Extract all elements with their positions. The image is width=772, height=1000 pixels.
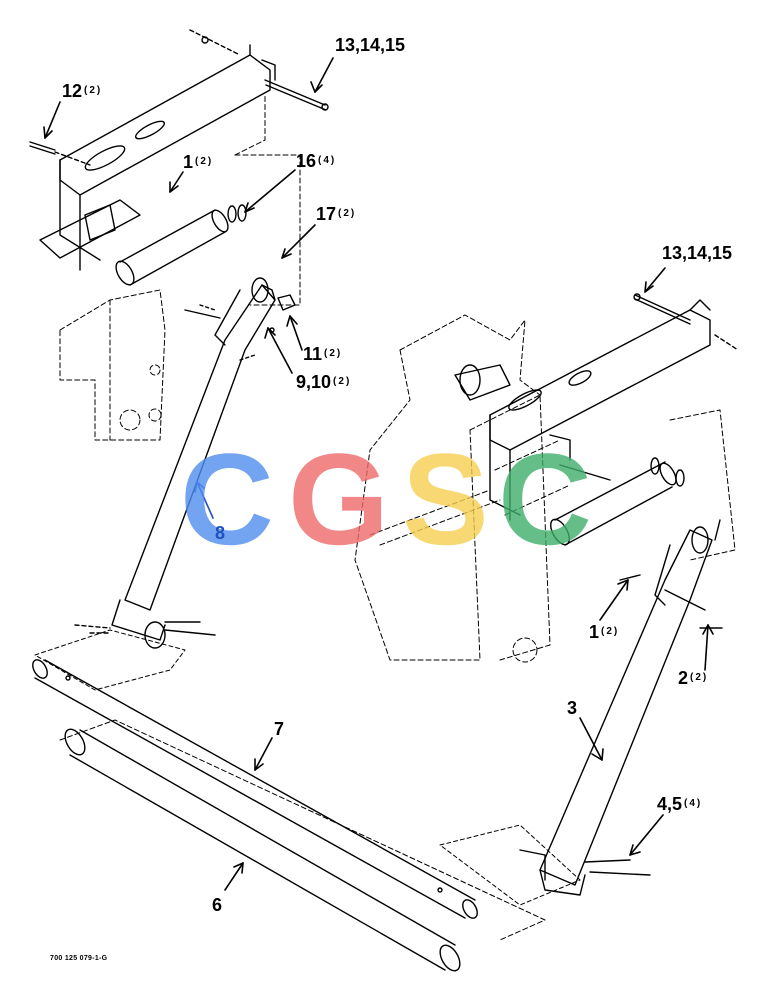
right-upper-bracket <box>454 299 711 521</box>
left-arm-dashed-plate <box>34 629 186 691</box>
watermark-letter-1: C <box>180 446 274 556</box>
cgsc-watermark: C G S C <box>180 446 592 556</box>
right-lift-arm <box>519 519 723 896</box>
right-arm-dashed-plate <box>439 824 581 906</box>
callout-7: 7 <box>274 719 285 739</box>
bolt-13-14-15-top <box>189 29 329 111</box>
callout-6: 6 <box>212 895 223 915</box>
watermark-letter-2: G <box>288 446 389 556</box>
callout-3: 3 <box>567 698 578 718</box>
roller-tube-7 <box>32 659 478 919</box>
roller-dashed-outline <box>59 719 546 941</box>
left-frame-dashed-outline <box>59 94 301 441</box>
callout-13-14-15-top: 13,14,15 <box>335 35 406 55</box>
left-lift-arm <box>74 277 276 649</box>
callout-1-right: 1(2) <box>589 622 620 642</box>
leader-lines <box>43 57 714 891</box>
callout-13-14-15-right: 13,14,15 <box>662 243 733 263</box>
callout-12: 12(2) <box>62 81 103 101</box>
callout-9-10: 9,10(2) <box>296 372 352 392</box>
callout-11: 11(2) <box>303 344 343 364</box>
drawing-number: 700 125 079-1-G <box>50 955 108 962</box>
bolt-13-14-15-right <box>633 293 739 351</box>
left-upper-bracket <box>39 44 276 271</box>
roller-6 <box>64 728 461 972</box>
right-pivot-shaft <box>550 457 685 546</box>
watermark-letter-3: S <box>402 446 489 556</box>
callout-8: 8 <box>215 523 226 543</box>
left-pivot-shaft <box>115 204 247 286</box>
callout-4-5: 4,5(4) <box>657 794 703 814</box>
callout-2: 2(2) <box>678 668 709 688</box>
callout-16: 16(4) <box>296 151 337 171</box>
callout-17: 17(2) <box>316 204 357 224</box>
callout-1-left: 1(2) <box>183 152 214 172</box>
right-frame-dashed-outline <box>354 314 736 663</box>
pin-12 <box>29 141 91 166</box>
cross-beam-dashed <box>369 489 501 546</box>
watermark-letter-4: C <box>498 446 592 556</box>
